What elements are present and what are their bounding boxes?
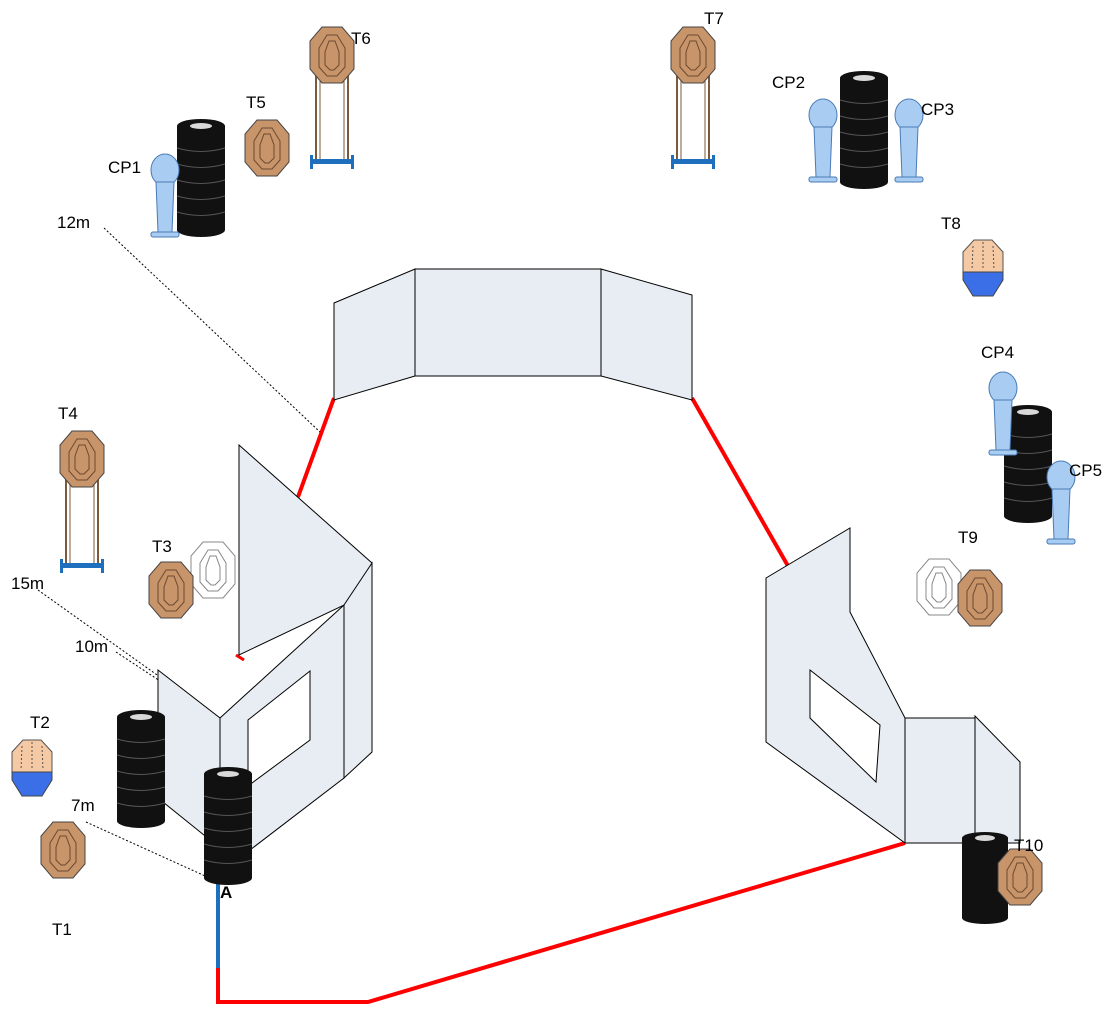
boundary-lines	[216, 397, 906, 1004]
label-t5: T5	[246, 93, 266, 112]
paper-target-t1	[40, 821, 86, 879]
left-building-window	[247, 669, 311, 787]
label-t7: T7	[704, 9, 724, 28]
label-distance-12m: 12m	[57, 213, 90, 232]
no-shoot-paper-t3	[190, 541, 236, 599]
no-shoot-cp2	[808, 98, 838, 183]
barrel-stack-cp2	[839, 70, 889, 190]
label-t9: T9	[958, 528, 978, 547]
right-building-front-wall	[765, 527, 906, 844]
no-shoot-paper-t9	[916, 558, 962, 616]
paper-target-t9	[957, 569, 1003, 627]
label-t8: T8	[941, 214, 961, 233]
label-start-position: A	[220, 883, 232, 902]
label-t6: T6	[351, 29, 371, 48]
right-building-middle-wall	[904, 717, 976, 844]
top-wall	[333, 268, 693, 401]
paper-target-t10	[997, 848, 1043, 906]
paper-target-t7	[670, 26, 716, 84]
paper-target-t4	[59, 430, 105, 488]
label-distance-10m: 10m	[75, 637, 108, 656]
label-cp1: CP1	[108, 158, 141, 177]
left-building-end-wall	[343, 561, 373, 780]
paper-target-t3	[148, 561, 194, 619]
label-cp5: CP5	[1069, 461, 1102, 480]
barrel-stack-start	[203, 766, 253, 886]
label-t3: T3	[152, 537, 172, 556]
distance-lines	[37, 227, 321, 881]
label-distance-7m: 7m	[71, 796, 95, 815]
label-distance-15m: 15m	[11, 574, 44, 593]
label-cp4: CP4	[981, 343, 1014, 362]
boundary-line-bottom	[216, 841, 906, 1004]
no-shoot-cp3	[894, 98, 924, 183]
right-building-end-wall	[974, 714, 1021, 844]
top-wall-left-panel	[333, 268, 416, 401]
top-wall-center-panel	[414, 268, 602, 377]
right-building-window	[809, 668, 881, 784]
label-cp3: CP3	[921, 100, 954, 119]
boundary-line-left-stub	[235, 653, 245, 662]
labels: T6 T7 T5 CP1 CP2 CP3 T8 CP4 CP5 T9 T4 T3…	[11, 9, 1102, 939]
top-wall-right-panel	[600, 268, 693, 401]
distance-line-10m	[115, 651, 281, 761]
distance-line-12m	[103, 227, 321, 433]
label-t1: T1	[52, 920, 72, 939]
barrel-stack-left	[116, 709, 166, 829]
label-t2: T2	[30, 713, 50, 732]
popper-target-t2	[11, 739, 53, 797]
boundary-line-right-upper	[690, 397, 790, 567]
distance-line-7m	[85, 821, 215, 881]
label-cp2: CP2	[772, 73, 805, 92]
paper-target-t5	[244, 119, 290, 177]
paper-target-t6	[309, 26, 355, 84]
no-shoot-cp1	[150, 153, 180, 238]
label-t10: T10	[1014, 836, 1043, 855]
label-t4: T4	[58, 404, 78, 423]
left-building	[157, 443, 373, 851]
boundary-line-left-upper	[296, 397, 336, 498]
barrel-stack-cp1	[176, 118, 226, 238]
popper-target-t8	[962, 239, 1004, 297]
